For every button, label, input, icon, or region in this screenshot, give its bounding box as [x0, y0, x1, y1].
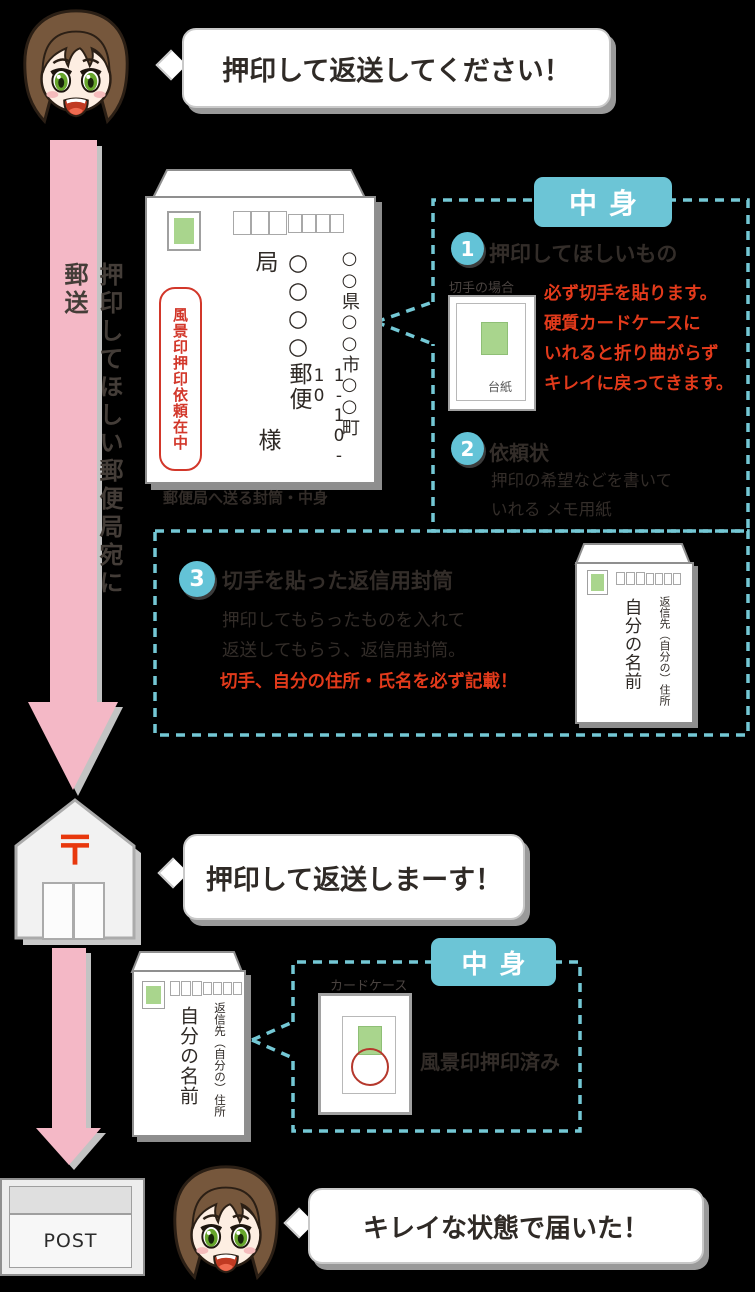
envelope1-recipient: ○○○○郵便局	[251, 250, 311, 412]
door-panel	[42, 882, 74, 940]
postal-code-boxes	[170, 981, 202, 996]
speech-bubble-request: 押印して返送してください！	[182, 28, 611, 108]
item-3-title: 切手を貼った返信用封筒	[222, 569, 453, 593]
item-1-note-line: いれると折り曲がらず	[544, 344, 719, 364]
postmark-circle-icon	[351, 1048, 389, 1086]
item-2-title: 依頼状	[489, 441, 549, 465]
contents-label-2: 中身	[431, 938, 556, 986]
enclosure-note-text: 風景印押印依頼在中	[171, 307, 189, 451]
speech-bubble-reply-text: 押印して返送しまーす！	[205, 864, 503, 896]
post-box-lid	[9, 1186, 132, 1214]
item-2-line: いれる メモ用紙	[491, 500, 612, 519]
send-arrow-label: 押印してほしい郵便局宛に郵送	[60, 262, 123, 598]
item-1-note-line: 硬質カードケースに	[544, 314, 701, 334]
card-case-label: カードケース	[330, 979, 408, 994]
item-3-number: 3	[179, 561, 215, 597]
item-3-line: 押印してもらったものを入れて	[222, 611, 466, 631]
postal-code-boxes	[233, 211, 287, 235]
postal-code-boxes	[616, 572, 645, 585]
card-case-illustration	[318, 993, 412, 1115]
girl-avatar	[162, 1160, 290, 1288]
stamp-icon	[142, 981, 165, 1009]
return-arrow-body	[52, 948, 86, 1128]
item-1-note-line: 必ず切手を貼ります。	[544, 284, 718, 304]
stamp-on-board	[481, 322, 508, 355]
postal-code-boxes	[203, 982, 242, 995]
envelope3-sender: 返信先（自分の）住所	[658, 596, 671, 706]
post-box-label: POST	[9, 1214, 132, 1268]
returned-envelope	[132, 970, 246, 1137]
enclosure-note-box: 風景印押印依頼在中	[159, 287, 202, 471]
envelope1-address: ○○県○○市○○町	[339, 248, 360, 437]
postal-code-boxes	[646, 573, 681, 585]
board-label: 台紙	[488, 380, 513, 394]
item-3-line: 返送してもらう、返信用封筒。	[222, 641, 466, 661]
stamp-icon	[587, 570, 608, 595]
envelope1-flap	[151, 169, 367, 199]
envelope1-caption: 郵便局へ送る封筒・中身	[163, 489, 329, 507]
item-1-note-line: キレイに戻ってきます。	[544, 374, 734, 394]
item-1-title: 押印してほしいもの	[489, 242, 678, 266]
envelope3-name: 自分の名前	[622, 598, 642, 691]
item-3-warning: 切手、自分の住所・氏名を必ず記載！	[220, 672, 518, 692]
contents-label-2-text: 中身	[461, 949, 538, 980]
post-box-label-text: POST	[43, 1230, 98, 1252]
result-text: 風景印押印済み	[420, 1050, 560, 1074]
contents-label-1-text: 中身	[568, 187, 649, 220]
item-2-number: 2	[451, 432, 484, 465]
envelope1-address-number: 1-10-10	[309, 366, 349, 466]
speech-bubble-request-text: 押印して返送してください！	[222, 55, 571, 87]
speech-bubble-arrived-text: キレイな状態で届いた！	[362, 1213, 649, 1244]
speech-bubble-arrived: キレイな状態で届いた！	[308, 1188, 704, 1264]
door-panel	[73, 882, 105, 940]
item-1-number: 1	[451, 232, 484, 265]
postal-code-boxes	[288, 214, 344, 233]
item-2-line: 押印の希望などを書いて	[491, 471, 673, 490]
envelope1-honorific: 様	[254, 428, 280, 451]
return-arrow-head	[36, 1128, 101, 1165]
speech-bubble-reply: 押印して返送しまーす！	[183, 834, 525, 920]
envelope2-name: 自分の名前	[177, 1006, 199, 1106]
envelope2-sender: 返信先（自分の）住所	[213, 1002, 227, 1117]
post-mark-symbol: 〒	[55, 828, 95, 874]
girl-avatar	[12, 4, 140, 132]
send-arrow-head	[28, 702, 118, 790]
stamp-icon	[167, 211, 201, 251]
contents-label-1: 中身	[534, 177, 672, 227]
item-1-case-label: 切手の場合	[449, 281, 515, 296]
send-arrow-body	[50, 140, 97, 702]
